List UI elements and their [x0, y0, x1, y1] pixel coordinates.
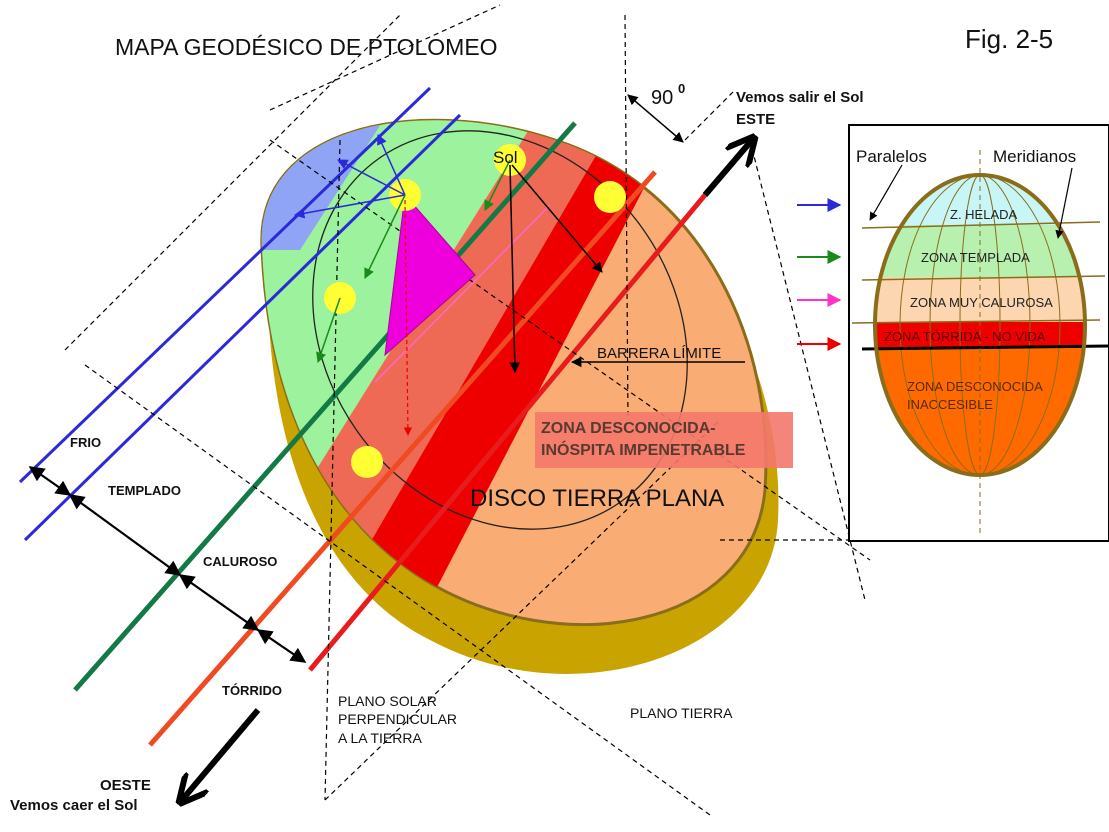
torrido-line — [308, 193, 707, 672]
flat-earth-disc — [260, 118, 779, 674]
pink-arrow — [374, 204, 551, 383]
inset-zone-desconocida-1: ZONA DESCONOCIDA — [907, 379, 1043, 394]
band-label-caluroso: CALUROSO — [203, 554, 277, 569]
solar-plane-label-2: PERPENDICULAR — [338, 711, 457, 727]
inset-paralelos: Paralelos — [856, 147, 927, 166]
caluroso-line — [148, 170, 657, 747]
inset-zone-calurosa: ZONA MUY CALUROSA — [910, 295, 1053, 310]
inset-zone-templada: ZONA TEMPLADA — [921, 250, 1030, 265]
page-title: MAPA GEODÉSICO DE PTOLOMEO — [115, 34, 498, 60]
angle-arrow — [627, 94, 684, 143]
disc-label: DISCO TIERRA PLANA — [470, 485, 724, 512]
plane-guides — [64, 4, 880, 816]
east-axis — [702, 140, 752, 197]
sun-label: Sol — [493, 148, 518, 167]
figure-label: Fig. 2-5 — [965, 24, 1053, 54]
band-label-templado: TEMPLADO — [108, 483, 181, 498]
west-label-1: OESTE — [100, 777, 151, 794]
angle-superscript: 0 — [678, 81, 685, 96]
angle-value: 90 — [651, 87, 673, 109]
sun-path — [312, 130, 688, 530]
inset-zone-desconocida-2: INACCESIBLE — [907, 397, 993, 412]
sun-rays-green — [316, 159, 511, 363]
zones-inset — [797, 124, 1109, 542]
barrier-label: BARRERA LÍMITE — [597, 345, 721, 362]
earth-plane-label: PLANO TIERRA — [630, 705, 733, 721]
sun-rays-blue — [293, 134, 406, 219]
inset-zone-torrida: ZONA TÓRRIDA - NO VIDA — [884, 329, 1046, 344]
unknown-zone-label-bg — [535, 412, 793, 468]
unknown-zone-label-1: ZONA DESCONOCIDA- — [541, 420, 716, 437]
frio-line — [18, 86, 432, 484]
inset-zone-helada: Z. HELADA — [950, 207, 1018, 222]
band-label-torrido: TÓRRIDO — [222, 683, 282, 698]
sun-mark-3 — [594, 181, 626, 213]
west-label-2: Vemos caer el Sol — [10, 797, 138, 814]
unknown-zone-label-2: INÓSPITA IMPENETRABLE — [541, 440, 746, 459]
sun-mark-5 — [351, 446, 383, 478]
band-arrows — [28, 466, 307, 663]
solar-plane-label-1: PLANO SOLAR — [338, 693, 437, 709]
inset-meridianos: Meridianos — [993, 147, 1076, 166]
band-label-frio: FRIO — [70, 435, 101, 450]
east-label-2: ESTE — [736, 111, 775, 128]
sun-rays-black — [509, 164, 603, 374]
west-axis — [182, 708, 261, 800]
globe-outline — [873, 173, 1087, 477]
solar-plane-label-3: A LA TIERRA — [338, 730, 422, 746]
warm-zone — [285, 120, 640, 560]
templado-line — [73, 121, 577, 692]
solar-triangle — [384, 193, 476, 357]
east-label-1: Vemos salir el Sol — [736, 89, 864, 106]
